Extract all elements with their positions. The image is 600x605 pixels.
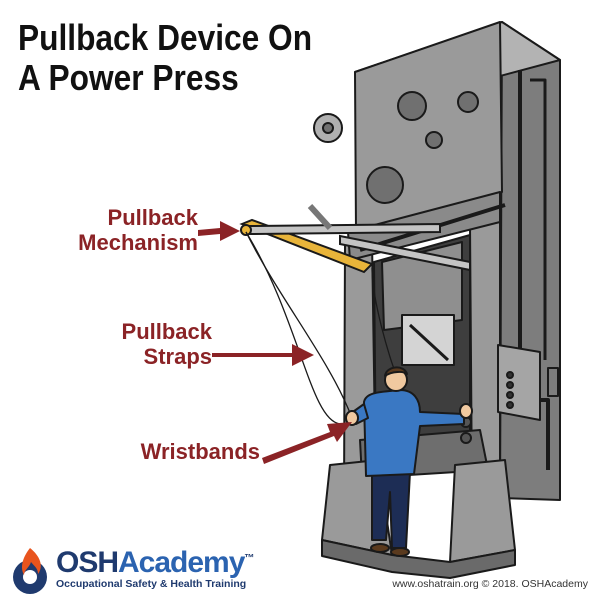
press-operator <box>345 366 473 557</box>
callout-pullback-mechanism: Pullback Mechanism <box>78 205 198 255</box>
power-press <box>313 21 561 579</box>
operator-shoe-right <box>390 547 410 557</box>
press-right-leg <box>449 459 516 563</box>
press-side-panel <box>499 21 561 501</box>
callout-straps-line-1: Pullback <box>121 319 212 344</box>
crown-port-2 <box>457 91 479 113</box>
crown-port-3 <box>425 131 443 149</box>
copyright-credit: www.oshatrain.org © 2018. OSHAcademy <box>392 578 588 590</box>
logo-tagline: Occupational Safety & Health Training <box>56 578 247 590</box>
pullback-pivot <box>240 224 252 236</box>
logo-trademark: ™ <box>244 553 254 564</box>
callout-mechanism-line-1: Pullback <box>107 205 198 230</box>
callout-wristbands-line-1: Wristbands <box>140 439 260 464</box>
callout-wristbands: Wristbands <box>141 439 260 464</box>
operator-left-hand <box>345 410 359 426</box>
operator-legs <box>371 471 411 549</box>
operator-right-hand <box>459 403 473 419</box>
logo-wordmark: OSHAcademy™ <box>56 542 254 580</box>
arrow-wristbands <box>262 422 352 464</box>
callout-arrows <box>198 221 352 464</box>
callout-pullback-straps: Pullback Straps <box>122 319 212 369</box>
oshacademy-logo-mark <box>13 548 47 594</box>
pullback-mechanism <box>239 203 471 274</box>
oshacademy-logo: OSHAcademy™ Occupational Safety & Health… <box>10 540 254 596</box>
control-box <box>497 344 541 421</box>
crown-flywheel <box>366 166 404 204</box>
arrow-mechanism <box>198 221 240 241</box>
operator-torso <box>363 389 465 477</box>
logo-part-osh: OSH <box>56 546 119 579</box>
title-line-2: A Power Press <box>18 57 239 98</box>
crown-port-1 <box>397 91 427 121</box>
operator-shoe-left <box>370 543 390 553</box>
callout-mechanism-line-2: Mechanism <box>78 230 198 255</box>
logo-part-academy: Academy <box>118 546 245 579</box>
diagram-title: Pullback Device On A Power Press <box>18 18 312 98</box>
arrow-straps <box>212 344 314 366</box>
title-line-1: Pullback Device On <box>18 17 313 58</box>
callout-straps-line-2: Straps <box>143 344 212 369</box>
press-base <box>321 539 516 579</box>
